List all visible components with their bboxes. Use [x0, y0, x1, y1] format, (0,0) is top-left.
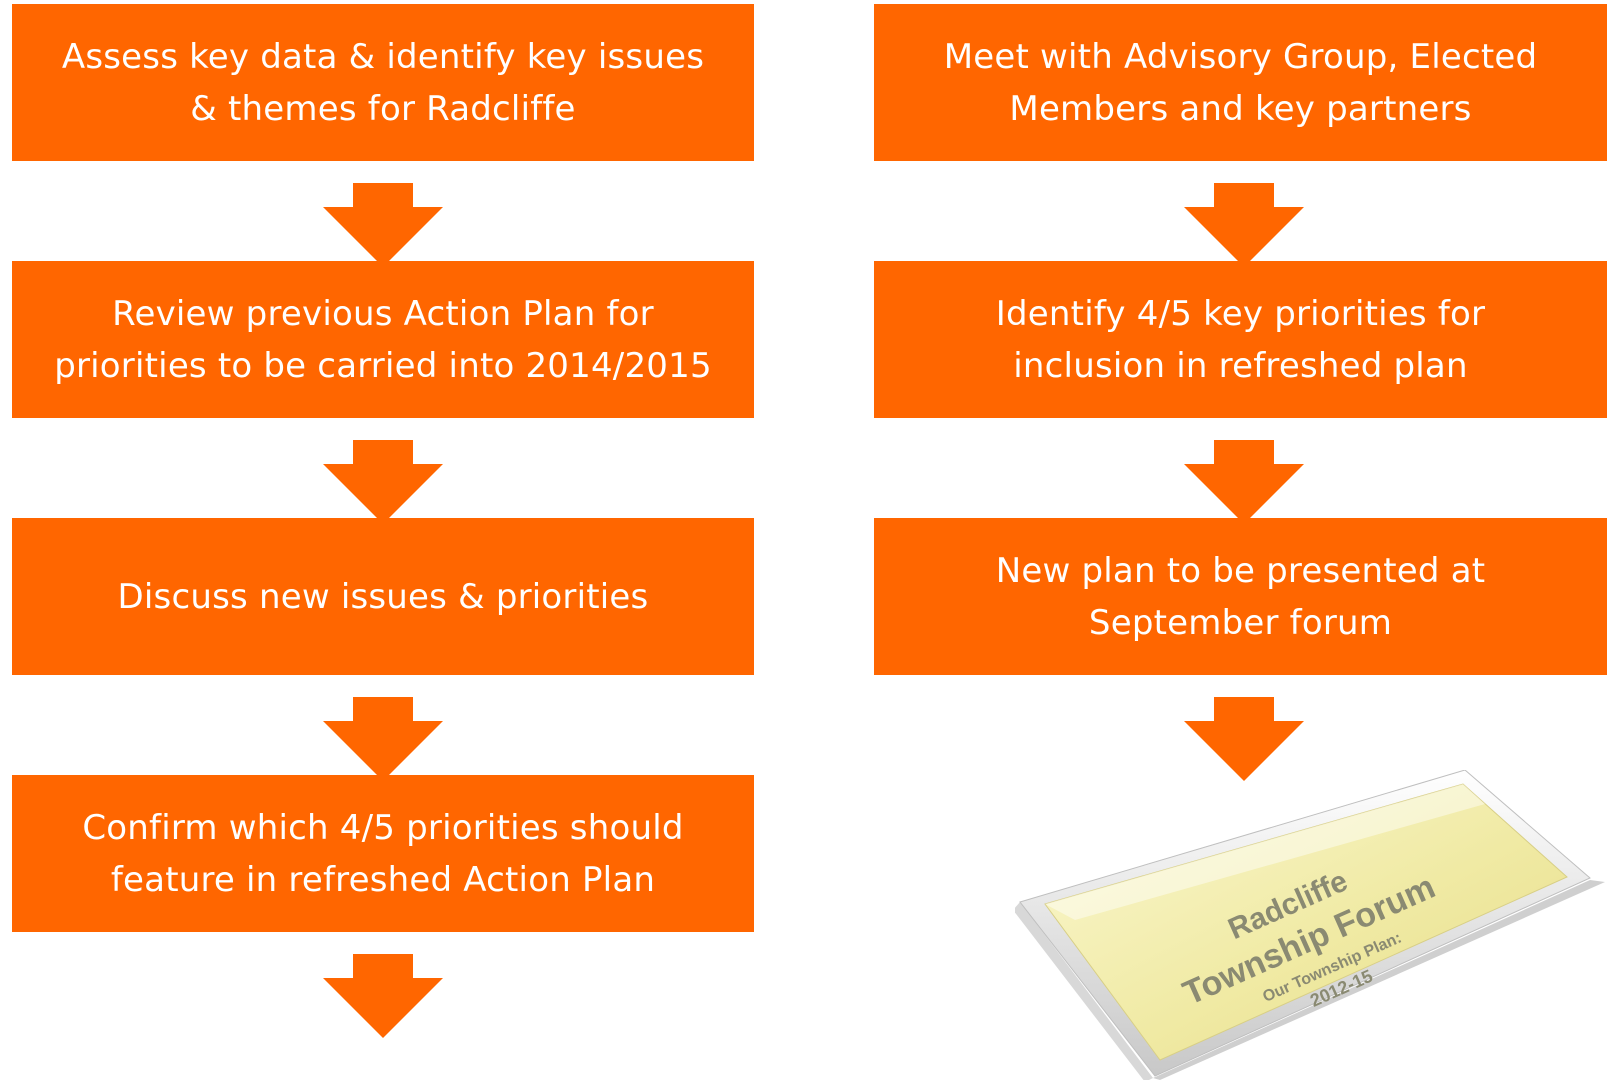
arrow-down-icon: [323, 697, 443, 781]
step-discuss-new-issues: Discuss new issues & priorities: [12, 518, 754, 675]
step-identify-key-priorities: Identify 4/5 key priorities for inclusio…: [874, 261, 1607, 418]
arrow-down-icon: [323, 954, 443, 1038]
step-assess-key-data: Assess key data & identify key issues & …: [12, 4, 754, 161]
arrow-down-icon: [1184, 697, 1304, 781]
step-meet-advisory-group: Meet with Advisory Group, Elected Member…: [874, 4, 1607, 161]
arrow-down-icon: [1184, 183, 1304, 267]
arrow-down-icon: [1184, 440, 1304, 524]
step-confirm-priorities: Confirm which 4/5 priorities should feat…: [12, 775, 754, 932]
township-plan-document-image: Radcliffe Township Forum Our Township Pl…: [1013, 769, 1605, 1082]
arrow-down-icon: [323, 183, 443, 267]
step-present-new-plan: New plan to be presented at September fo…: [874, 518, 1607, 675]
step-review-previous-plan: Review previous Action Plan for prioriti…: [12, 261, 754, 418]
arrow-down-icon: [323, 440, 443, 524]
